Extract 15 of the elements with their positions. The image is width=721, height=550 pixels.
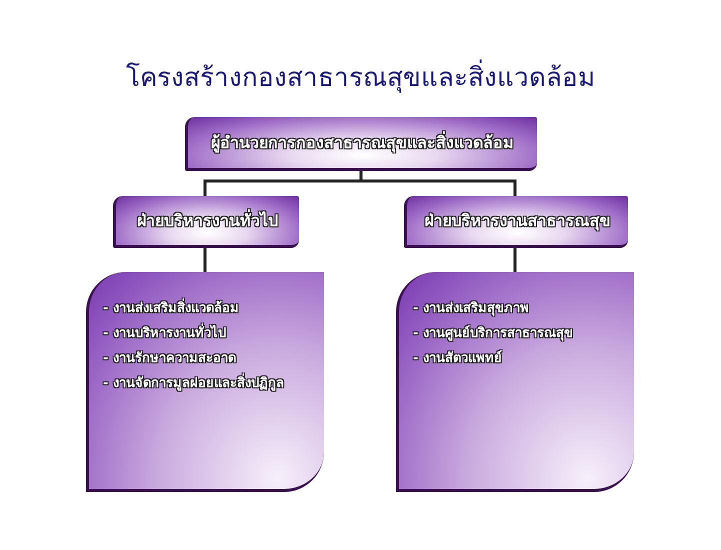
list-item: - งานส่งเสริมสิ่งแวดล้อม — [103, 296, 284, 321]
list-item: - งานจัดการมูลฝอยและสิ่งปฏิกูล — [103, 371, 284, 396]
connector-line — [360, 171, 516, 196]
list-item: - งานรักษาความสะอาด — [103, 350, 237, 368]
list-item: - งานส่งเสริมสุขภาพ — [413, 300, 530, 318]
diagram-title: โครงสร้างกองสาธารณสุขและสิ่งแวดล้อม — [0, 56, 721, 97]
box-label: ฝ่ายบริหารงานทั่วไป — [137, 208, 278, 232]
list-item: - งานบริหารงานทั่วไป — [103, 321, 284, 346]
list-panel — [86, 272, 324, 492]
title-box — [113, 196, 299, 248]
connector-line — [204, 248, 206, 272]
connector-line — [514, 248, 516, 272]
list-item: - งานศูนย์บริการสาธารณสุข — [413, 324, 573, 343]
list-panel — [396, 272, 634, 492]
list-item: - งานสัตวแพทย์ — [413, 349, 503, 368]
